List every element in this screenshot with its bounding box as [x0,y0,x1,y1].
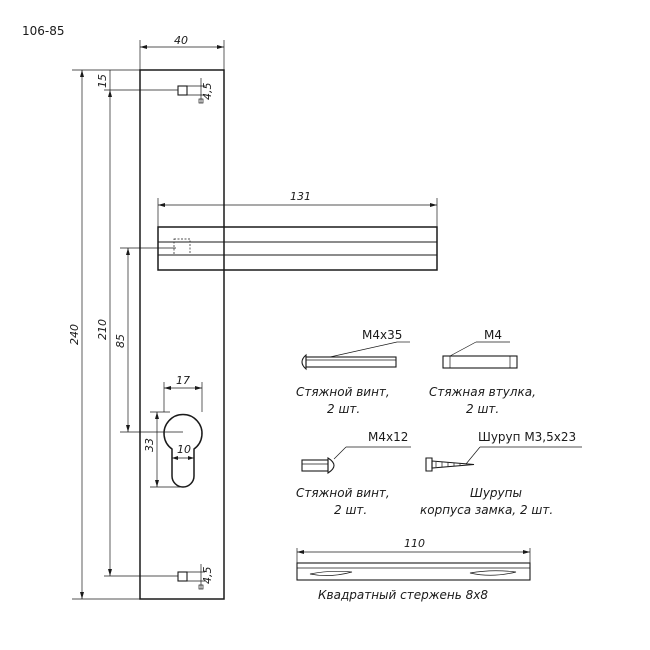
screw-long-icon [301,341,410,371]
bottom-hole-size-mark [187,564,205,590]
cylinder-bottom-width-dimension [172,456,194,460]
wood-screw-qty: корпуса замка, 2 шт. [420,503,553,517]
drawing-code: 106-85 [22,24,65,38]
cylinder-width-dimension [163,382,203,412]
hole-spacing-dimension [104,89,178,577]
plate-width-dimension [139,40,225,70]
bushing-size: M4 [484,328,502,342]
top-hole-size-label: 4,5 [201,83,214,101]
rod-length-dimension [296,548,531,563]
bushing-qty: 2 шт. [466,402,499,416]
top-offset-label: 15 [96,74,109,88]
screw-long-size: M4x35 [362,328,402,342]
cylinder-height-dimension [150,411,180,488]
screw-short-size: M4x12 [368,430,408,444]
handle-length-label: 131 [290,190,311,203]
bottom-hole-size-label: 4,5 [201,567,214,585]
wood-screw-name: Шурупы [470,486,522,500]
cylinder-bottom-width-label: 10 [177,443,191,456]
total-height-dimension [72,69,140,600]
cylinder-height-label: 33 [143,438,156,452]
total-height-label: 240 [68,324,81,345]
top-hole-size-mark [187,78,205,104]
handle-length-dimension [157,198,438,227]
rod-length-label: 110 [404,537,425,550]
bottom-screw-hole [177,571,188,582]
screw-short-qty: 2 шт. [334,503,367,517]
cylinder-cutout [163,413,203,488]
wood-screw-icon [425,446,582,472]
wood-screw-size: Шуруп М3,5х23 [478,430,576,444]
screw-long-qty: 2 шт. [327,402,360,416]
cylinder-width-label: 17 [176,374,190,387]
backplate [139,69,225,600]
lever-handle [157,226,438,271]
handle-to-lock-dimension [120,247,183,433]
screw-short-icon [301,446,411,474]
top-screw-hole [177,85,188,96]
handle-to-lock-label: 85 [114,334,127,348]
screw-short-name: Стяжной винт, [296,486,390,500]
bushing-name: Стяжная втулка, [429,385,536,399]
screw-long-name: Стяжной винт, [296,385,390,399]
hole-spacing-label: 210 [96,319,109,340]
square-rod-name: Квадратный стержень 8х8 [318,588,488,602]
plate-width-label: 40 [174,34,188,47]
square-rod-icon [296,562,531,581]
bushing-icon [442,341,518,369]
